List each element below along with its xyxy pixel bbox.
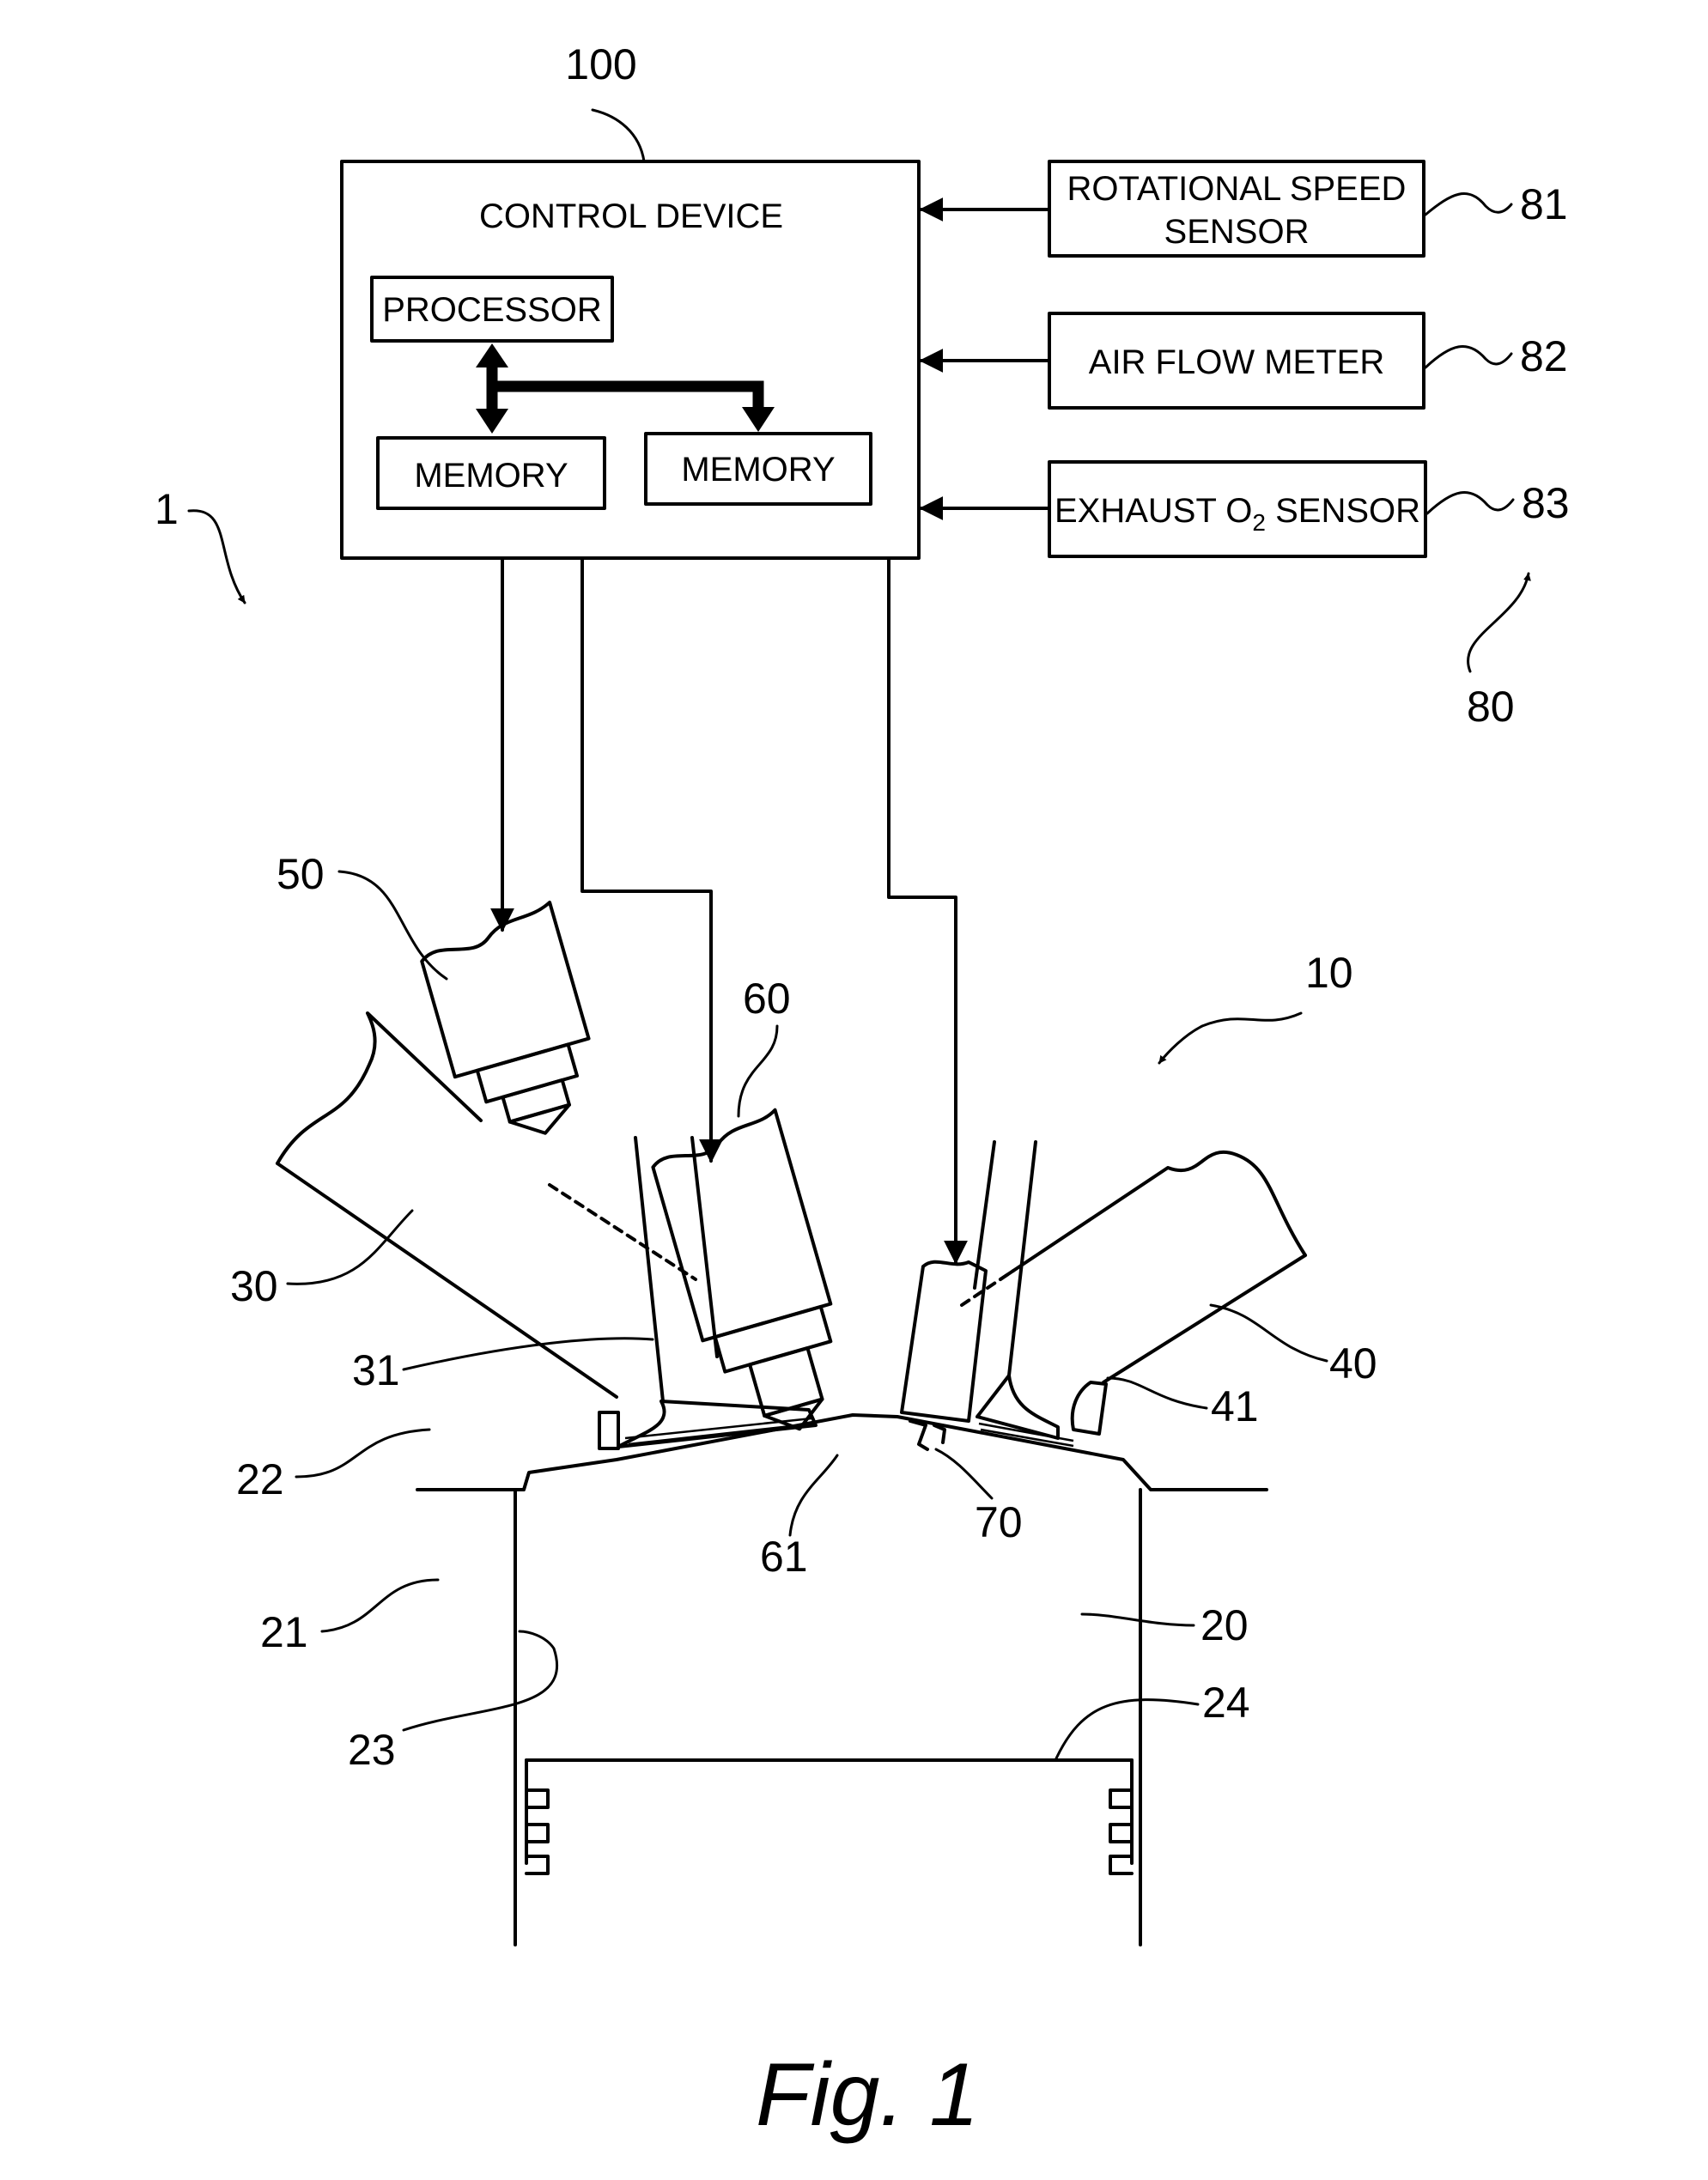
processor-memory-bus bbox=[476, 343, 775, 434]
figure-caption: Fig. 1 bbox=[756, 2045, 979, 2145]
ref-24: 24 bbox=[1202, 1679, 1250, 1727]
memory-label-1: MEMORY bbox=[414, 457, 568, 495]
control-device-label: CONTROL DEVICE bbox=[479, 197, 783, 235]
exhaust-o2-sensor-label: EXHAUST O2 SENSOR bbox=[1055, 492, 1420, 536]
memory-box-1: MEMORY bbox=[378, 438, 605, 508]
ref-22: 22 bbox=[236, 1455, 284, 1503]
reference-labels: 100 81 82 83 80 1 50 60 10 30 31 40 41 2… bbox=[155, 40, 1570, 1774]
ref-50: 50 bbox=[277, 850, 325, 898]
ref-83: 83 bbox=[1522, 479, 1570, 527]
sensor-signal-arrows bbox=[921, 209, 1049, 508]
ref-30: 30 bbox=[230, 1262, 278, 1310]
ref-81: 81 bbox=[1520, 180, 1568, 228]
memory-box-2: MEMORY bbox=[646, 434, 871, 504]
direct-fuel-injector bbox=[647, 1110, 862, 1448]
ref-80: 80 bbox=[1467, 683, 1515, 731]
ref-1: 1 bbox=[155, 485, 179, 533]
port-fuel-injector bbox=[416, 902, 611, 1153]
rotational-speed-sensor-label-2: SENSOR bbox=[1164, 213, 1310, 251]
processor-box: PROCESSOR bbox=[372, 277, 612, 341]
processor-label: PROCESSOR bbox=[382, 291, 602, 329]
ref-20: 20 bbox=[1200, 1601, 1249, 1649]
ref-40: 40 bbox=[1329, 1339, 1377, 1388]
ref-23: 23 bbox=[348, 1726, 396, 1774]
ref-10: 10 bbox=[1305, 949, 1353, 997]
ref-41: 41 bbox=[1211, 1382, 1259, 1430]
ref-70: 70 bbox=[975, 1498, 1023, 1546]
ref-82: 82 bbox=[1520, 332, 1568, 380]
exhaust-o2-sensor-box: EXHAUST O2 SENSOR bbox=[1049, 462, 1425, 556]
rotational-speed-sensor-label-1: ROTATIONAL SPEED bbox=[1067, 170, 1407, 208]
ref-21: 21 bbox=[260, 1608, 308, 1656]
control-signal-lines bbox=[502, 558, 956, 1262]
air-flow-meter-label: AIR FLOW METER bbox=[1089, 343, 1384, 381]
ref-31: 31 bbox=[352, 1346, 400, 1394]
control-device-box: CONTROL DEVICE bbox=[342, 161, 919, 558]
ref-100: 100 bbox=[565, 40, 636, 88]
air-flow-meter-box: AIR FLOW METER bbox=[1049, 313, 1424, 408]
spark-plug bbox=[902, 1262, 986, 1449]
engine-body bbox=[277, 1013, 1305, 1945]
rotational-speed-sensor-box: ROTATIONAL SPEED SENSOR bbox=[1049, 161, 1424, 256]
ref-61: 61 bbox=[760, 1533, 808, 1581]
ref-60: 60 bbox=[743, 975, 791, 1023]
memory-label-2: MEMORY bbox=[681, 451, 835, 489]
